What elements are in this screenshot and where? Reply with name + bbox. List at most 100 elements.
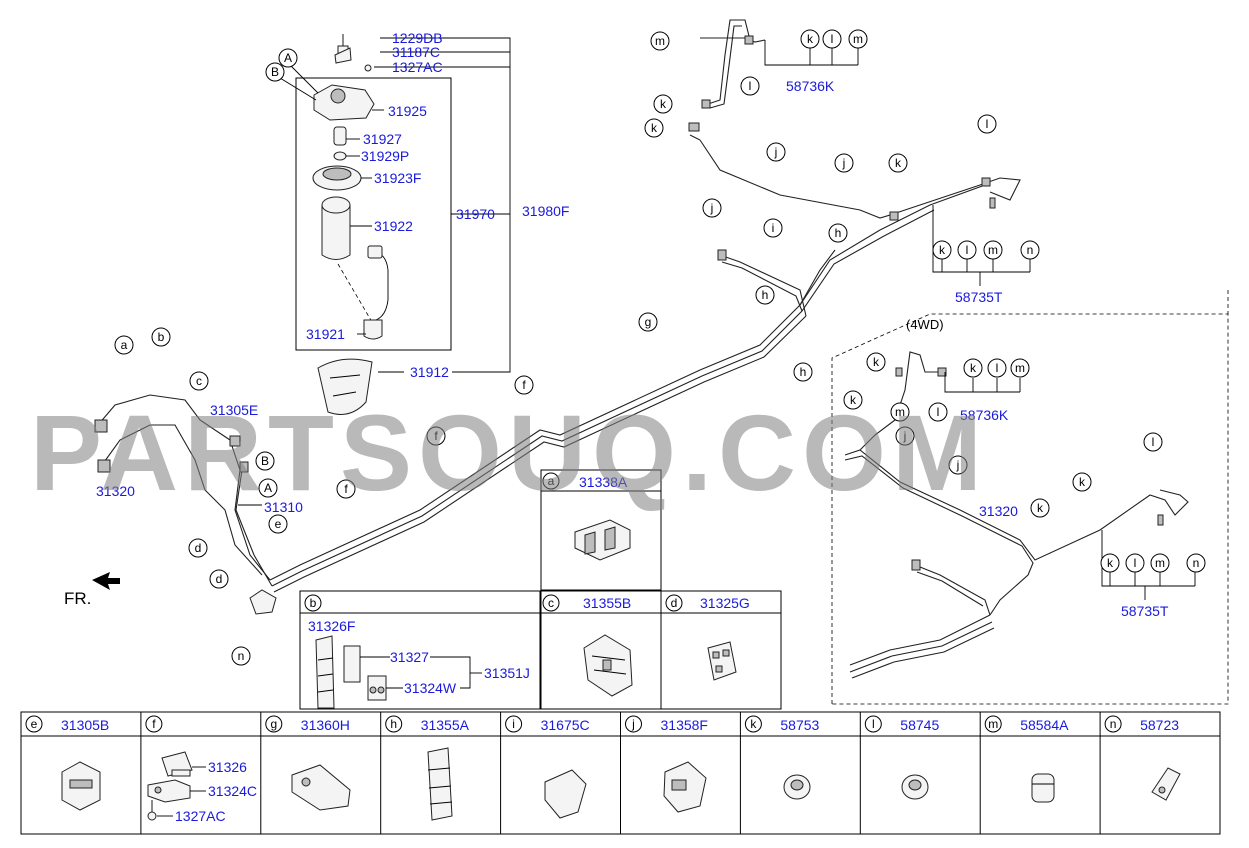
cell-f-sub-2[interactable]: 31324C — [208, 783, 257, 799]
cell-f-sub-3[interactable]: 1327AC — [175, 808, 226, 824]
callout-58735T-top[interactable]: 58735T — [955, 289, 1003, 305]
marker-circle-l[interactable] — [977, 114, 997, 134]
callout-31925[interactable]: 31925 — [388, 103, 427, 119]
marker-circle-k[interactable] — [963, 358, 983, 378]
cell-n-part-number[interactable]: 58723 — [1140, 717, 1179, 733]
marker-circle-e[interactable] — [268, 514, 288, 534]
marker-circle-m[interactable] — [1150, 553, 1170, 573]
cell-e-part-number[interactable]: 31305B — [61, 717, 109, 733]
marker-circle-g[interactable] — [638, 312, 658, 332]
callout-58736K-top[interactable]: 58736K — [786, 78, 835, 94]
callout-31929P[interactable]: 31929P — [361, 148, 409, 164]
marker-circle-k[interactable] — [1100, 553, 1120, 573]
marker-circle-j[interactable] — [766, 142, 786, 162]
callout-1327AC[interactable]: 1327AC — [392, 59, 443, 75]
marker-circle-a[interactable] — [278, 48, 298, 68]
marker-circle-n[interactable] — [1020, 240, 1040, 260]
marker-circle-k[interactable] — [653, 94, 673, 114]
marker-circle-k[interactable] — [932, 240, 952, 260]
marker-circle-h[interactable] — [755, 285, 775, 305]
marker-circle-m[interactable] — [650, 31, 670, 51]
inset-b-part-1[interactable]: 31326F — [308, 618, 355, 634]
callout-31970[interactable]: 31970 — [456, 206, 495, 222]
marker-circle-c[interactable] — [189, 371, 209, 391]
marker-circle-m[interactable] — [890, 402, 910, 422]
marker-circle-k[interactable] — [866, 352, 886, 372]
bracket-box-31970 — [295, 77, 452, 351]
callout-31305E[interactable]: 31305E — [210, 402, 258, 418]
marker-circle-n[interactable] — [1186, 553, 1206, 573]
cell-l-part-number[interactable]: 58745 — [900, 717, 939, 733]
inset-b-part-2[interactable]: 31327 — [390, 649, 429, 665]
cell-h-part-number[interactable]: 31355A — [421, 717, 470, 733]
marker-circle-h[interactable] — [793, 362, 813, 382]
callout-1229DB[interactable]: 1229DB — [392, 30, 443, 46]
marker-letter-n: n — [238, 649, 245, 663]
cell-i-part-number[interactable]: 31675C — [541, 717, 590, 733]
inset-a-part[interactable]: 31338A — [579, 474, 628, 490]
callout-31923F[interactable]: 31923F — [374, 170, 421, 186]
cell-k-part-number[interactable]: 58753 — [780, 717, 819, 733]
marker-circle-k[interactable] — [800, 29, 820, 49]
inset-d-letter-circle — [665, 594, 683, 612]
inset-b-part-4[interactable]: 31351J — [484, 665, 530, 681]
inset-a-letter: a — [548, 474, 555, 488]
marker-circle-k[interactable] — [644, 118, 664, 138]
marker-circle-k[interactable] — [1072, 472, 1092, 492]
marker-circle-a[interactable] — [114, 335, 134, 355]
callout-31320-4wd[interactable]: 31320 — [979, 503, 1018, 519]
callout-31320-left[interactable]: 31320 — [96, 483, 135, 499]
inset-c-part[interactable]: 31355B — [583, 595, 631, 611]
marker-circle-n[interactable] — [231, 646, 251, 666]
marker-circle-f[interactable] — [514, 375, 534, 395]
cell-m-part-number[interactable]: 58584A — [1020, 717, 1069, 733]
callout-31310[interactable]: 31310 — [264, 499, 303, 515]
marker-circle-l[interactable] — [740, 76, 760, 96]
marker-circle-b[interactable] — [265, 62, 285, 82]
marker-circle-l[interactable] — [928, 402, 948, 422]
marker-circle-f[interactable] — [426, 426, 446, 446]
marker-circle-l[interactable] — [1143, 432, 1163, 452]
marker-circle-j[interactable] — [702, 198, 722, 218]
marker-circle-k[interactable] — [1030, 498, 1050, 518]
marker-circle-i[interactable] — [763, 218, 783, 238]
marker-circle-j[interactable] — [895, 426, 915, 446]
cell-g-part-number[interactable]: 31360H — [301, 717, 350, 733]
marker-circle-m[interactable] — [983, 240, 1003, 260]
marker-circle-l[interactable] — [987, 358, 1007, 378]
callout-31912[interactable]: 31912 — [410, 364, 449, 380]
inset-b-part-3[interactable]: 31324W — [404, 680, 457, 696]
marker-circle-l[interactable] — [822, 29, 842, 49]
marker-circle-f[interactable] — [336, 479, 356, 499]
marker-circle-l[interactable] — [957, 240, 977, 260]
marker-circle-k[interactable] — [888, 153, 908, 173]
inset-d-part[interactable]: 31325G — [700, 595, 750, 611]
marker-letter-j: j — [774, 145, 778, 159]
callout-58735T-4wd[interactable]: 58735T — [1121, 603, 1169, 619]
callout-31187C[interactable]: 31187C — [392, 44, 440, 60]
callout-31980F[interactable]: 31980F — [522, 203, 569, 219]
marker-circle-b[interactable] — [151, 327, 171, 347]
marker-circle-l[interactable] — [1125, 553, 1145, 573]
marker-letter-i: i — [772, 221, 775, 235]
marker-circle-j[interactable] — [948, 455, 968, 475]
callout-31922[interactable]: 31922 — [374, 218, 413, 234]
cell-f-sub-1[interactable]: 31326 — [208, 759, 247, 775]
marker-circle-d[interactable] — [188, 538, 208, 558]
marker-circle-j[interactable] — [834, 153, 854, 173]
marker-letter-c: c — [196, 374, 202, 388]
callout-31921[interactable]: 31921 — [306, 326, 345, 342]
marker-circle-b[interactable] — [255, 451, 275, 471]
marker-circle-m[interactable] — [1010, 358, 1030, 378]
marker-letter-l: l — [986, 117, 989, 131]
marker-circle-d[interactable] — [209, 569, 229, 589]
marker-circle-m[interactable] — [848, 29, 868, 49]
marker-circle-k[interactable] — [843, 390, 863, 410]
callout-58736K-4wd[interactable]: 58736K — [960, 407, 1009, 423]
cell-j-part-number[interactable]: 31358F — [661, 717, 708, 733]
marker-circle-h[interactable] — [828, 223, 848, 243]
marker-circle-a[interactable] — [258, 478, 278, 498]
callout-31927[interactable]: 31927 — [363, 131, 402, 147]
inset-b-letter-circle — [304, 594, 322, 612]
